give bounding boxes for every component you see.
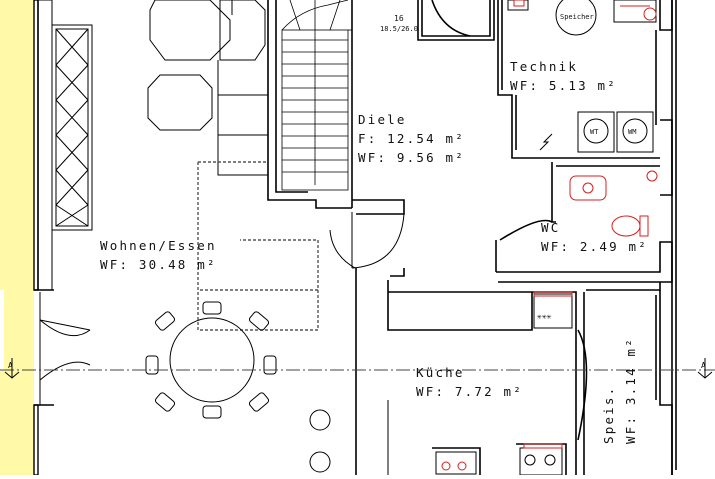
wc-area-wf: WF: 2.49 m² (541, 239, 648, 254)
diele-area-f: F: 12.54 m² (358, 131, 465, 146)
stair-ratio: 18.5/26.0 (380, 25, 418, 33)
wc-fixtures (569, 170, 658, 237)
section-marker-west (4, 358, 20, 379)
dining-table (145, 301, 277, 419)
window-column (37, 0, 93, 291)
kueche-name: Küche (416, 365, 465, 380)
technik-room-walls (497, 0, 673, 196)
diele-area-wf: WF: 9.56 m² (358, 150, 465, 165)
stair-step-count: 16 (394, 14, 404, 23)
terrace-door (39, 292, 91, 405)
speis-area-wf: WF: 3.14 m² (623, 337, 638, 444)
stair-walls (267, 0, 405, 215)
section-label-east: A (701, 361, 706, 370)
north-walls (417, 0, 495, 41)
stair (281, 0, 352, 191)
washbasin-tap-label: WT (590, 128, 599, 136)
diele-door (329, 212, 405, 269)
bar-stools (309, 400, 389, 475)
exterior-gap (0, 290, 4, 370)
east-wall (671, 0, 677, 475)
diele-name: Diele (358, 112, 407, 127)
technik-area-wf: WF: 5.13 m² (510, 78, 617, 93)
exterior-strip (0, 0, 34, 475)
section-marker-east (697, 358, 713, 379)
section-label-west: A (8, 361, 13, 370)
washing-machine-label: WM (628, 128, 636, 136)
technik-equipment (507, 0, 657, 153)
speis-name: Speis. (601, 386, 616, 444)
wohnen-name: Wohnen/Essen (100, 238, 217, 253)
wohnen-area-wf: WF: 30.48 m² (100, 257, 217, 272)
stove-burner-label: ✳✳✳ (537, 312, 552, 321)
technik-red-fittings (513, 0, 657, 21)
upper-floor-outline (197, 161, 319, 331)
kitchen-red-marks (441, 291, 573, 471)
kueche-area-wf: WF: 7.72 m² (416, 384, 523, 399)
west-wall (33, 0, 54, 476)
speis-labels: Speis. WF: 3.14 m² (601, 337, 638, 444)
wc-name: WC (541, 220, 560, 235)
wc-room-walls (495, 162, 673, 283)
speicher-label: Speicher (560, 13, 594, 21)
lounge-furniture (147, 0, 269, 176)
technik-name: Technik (510, 59, 578, 74)
